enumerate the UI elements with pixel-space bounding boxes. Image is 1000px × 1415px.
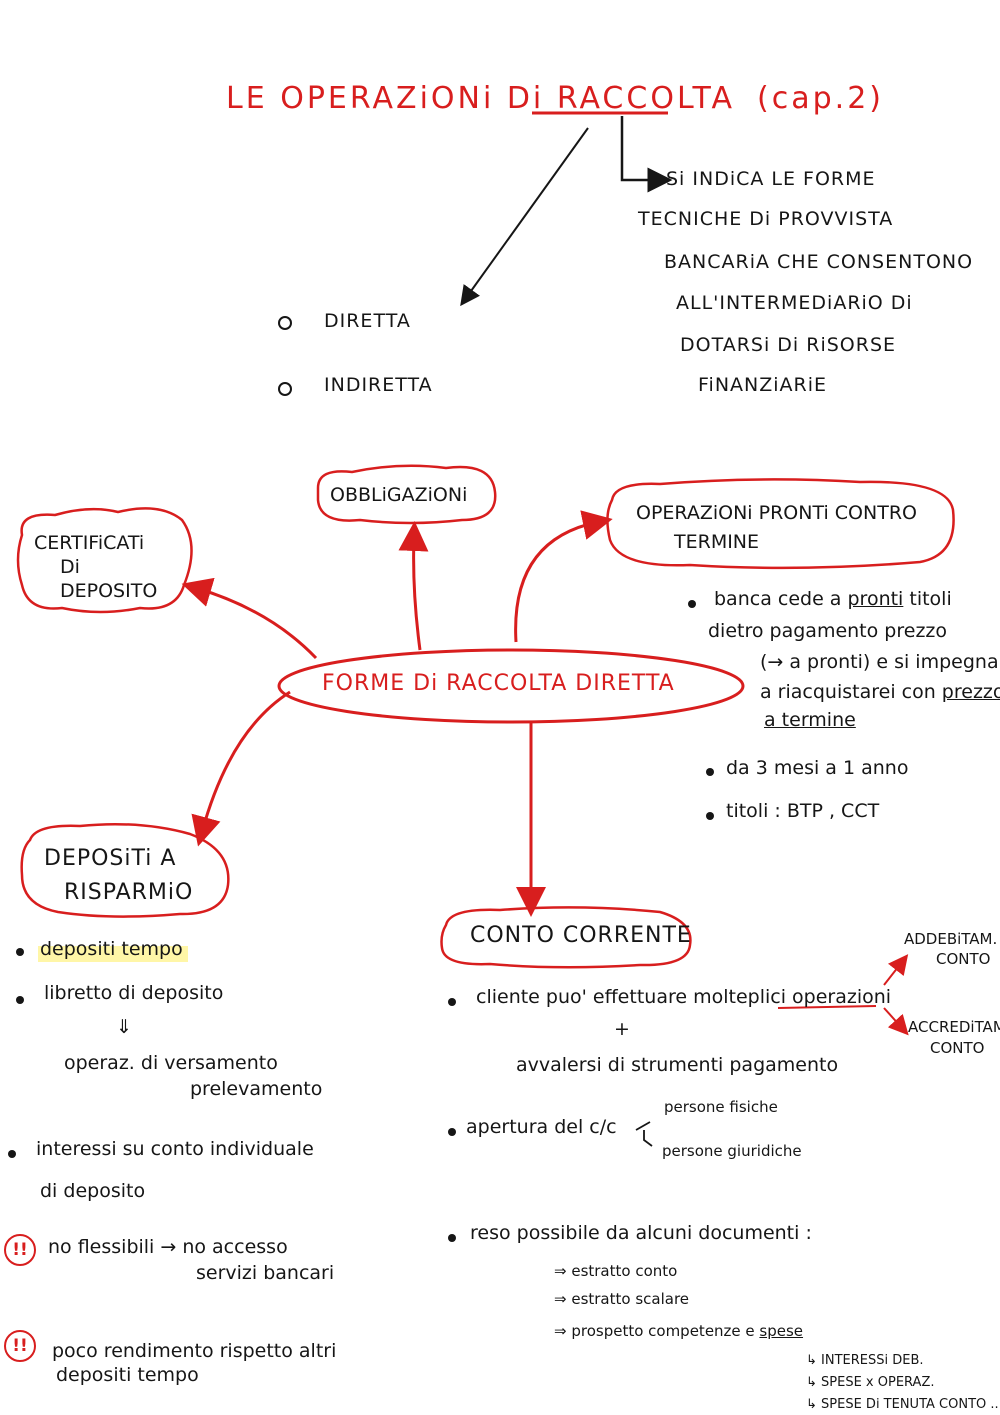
conto-note-2: apertura del c/c: [466, 1116, 617, 1138]
conto-note-1c: avvalersi di strumenti pagamento: [516, 1054, 839, 1076]
pronti-note-1u: pronti: [847, 588, 904, 610]
definition-line-3: BANCARiA CHE CONSENTONO: [664, 251, 974, 273]
node-conto: CONTO CORRENTE: [470, 923, 692, 948]
arrow-to-types: [460, 127, 589, 307]
arrow-accreditamento: [883, 1007, 909, 1036]
depositi-op-b: prelevamento: [190, 1078, 323, 1100]
warning-icon: !!: [4, 1330, 36, 1362]
depositi-down-arrow: ⇓: [116, 1016, 132, 1038]
type-bullet-diretta: [278, 316, 292, 330]
pronti-note-b3: titoli : BTP , CCT: [726, 800, 880, 822]
definition-line-5: DOTARSi Di RiSORSE: [680, 334, 897, 356]
conto-doc-3b: spese: [759, 1322, 804, 1340]
conto-doc-1: ⇒ estratto conto: [554, 1262, 678, 1280]
arrow-to-definition: [620, 116, 673, 193]
arrow-certificati: [181, 577, 318, 660]
conto-plus: +: [614, 1018, 630, 1040]
conto-bullet-2: [448, 1128, 456, 1136]
side-addebitamento-l2: CONTO: [936, 950, 991, 968]
arrow-depositi: [191, 690, 291, 847]
bubble-depositi: [20, 822, 230, 918]
depositi-bullet-2: [16, 996, 24, 1004]
definition-line-4: ALL'INTERMEDiARiO Di: [676, 292, 913, 314]
pronti-note-2: dietro pagamento prezzo: [708, 620, 948, 642]
node-depositi-l2: RISPARMiO: [64, 880, 194, 905]
depositi-bullet-3: [8, 1150, 16, 1158]
pronti-note-1: banca cede a pronti titoli: [714, 590, 952, 609]
title-keyword: RACCOLTA: [556, 81, 736, 116]
conto-sub-2: ↳ SPESE x OPERAZ.: [806, 1375, 935, 1390]
side-accreditamento-l1: ACCREDiTAM.: [908, 1018, 1000, 1036]
bubble-obbligazioni: [316, 464, 497, 525]
pronti-note-4: a riacquistarei con prezzo: [760, 683, 1000, 702]
conto-note-1: cliente puo' effettuare molteplici opera…: [476, 988, 891, 1007]
definition-line-6: FiNANZiARiE: [698, 374, 828, 396]
pronti-note-b2: da 3 mesi a 1 anno: [726, 757, 909, 779]
pronti-note-3: (→ a pronti) e si impegna: [760, 651, 999, 673]
pronti-bullet-1: [688, 600, 696, 608]
pronti-note-1a: banca cede a: [714, 588, 848, 610]
warning-icon: !!: [4, 1234, 36, 1266]
conto-doc-2: ⇒ estratto scalare: [554, 1290, 690, 1308]
node-pronti-l1: OPERAZiONi PRONTi CONTRO: [636, 502, 917, 524]
arrow-pronti: [514, 510, 613, 643]
node-depositi-l1: DEPOSiTi A: [44, 846, 177, 871]
depositi-warn-2b: depositi tempo: [56, 1364, 199, 1386]
type-indiretta: INDIRETTA: [324, 374, 433, 396]
depositi-note-3b: di deposito: [40, 1180, 146, 1202]
conto-doc-3a: ⇒ prospetto competenze e: [554, 1322, 760, 1340]
side-accreditamento-l2: CONTO: [930, 1039, 985, 1057]
definition-line-1: Si INDiCA LE FORME: [666, 168, 876, 190]
depositi-note-2: libretto di deposito: [44, 982, 224, 1004]
conto-note-1a: cliente puo' effettuare molteplici: [476, 986, 793, 1008]
apertura-branch: [635, 1121, 653, 1147]
definition-line-2: TECNICHE Di PROVVISTA: [638, 208, 894, 230]
conto-persone-giuridiche: persone giuridiche: [662, 1142, 802, 1160]
depositi-bullet-1: [16, 948, 24, 956]
pronti-bullet-3: [706, 812, 714, 820]
center-label: FORME Di RACCOLTA DIRETTA: [322, 671, 675, 696]
conto-note-3: reso possibile da alcuni documenti :: [470, 1222, 812, 1244]
conto-doc-3: ⇒ prospetto competenze e spese: [554, 1324, 803, 1339]
title-chapter: (cap.2): [757, 81, 884, 116]
conto-bullet-3: [448, 1234, 456, 1242]
type-diretta: DIRETTA: [324, 310, 411, 332]
node-pronti-l2: TERMINE: [674, 531, 760, 553]
title-prefix: LE OPERAZiONi Di: [226, 81, 557, 116]
side-addebitamento-l1: ADDEBiTAM.: [904, 930, 998, 948]
depositi-note-1: depositi tempo: [40, 938, 183, 960]
depositi-warn-1a: no flessibili → no accesso: [48, 1236, 288, 1258]
depositi-warn-2a: poco rendimento rispetto altri: [52, 1340, 337, 1362]
node-certificati-l2: Di: [60, 556, 80, 578]
bubble-pronti: [606, 478, 955, 570]
depositi-warn-1b: servizi bancari: [196, 1262, 335, 1284]
type-bullet-indiretta: [278, 382, 292, 396]
pronti-note-1b: titoli: [903, 588, 952, 610]
pronti-note-4a: a riacquistarei con: [760, 681, 942, 703]
arrow-addebitamento: [883, 954, 909, 986]
node-certificati-l3: DEPOSITO: [60, 580, 158, 602]
pronti-bullet-2: [706, 768, 714, 776]
conto-bullet-1: [448, 998, 456, 1006]
conto-sub-3: ↳ SPESE Di TENUTA CONTO ...: [806, 1397, 1000, 1412]
depositi-op-a: operaz. di versamento: [64, 1052, 278, 1074]
pronti-note-5: a termine: [764, 709, 856, 731]
conto-note-1u: operazioni: [792, 986, 892, 1008]
conto-sub-1: ↳ INTERESSi DEB.: [806, 1353, 924, 1368]
pronti-note-4u: prezzo: [941, 681, 1000, 703]
depositi-note-3a: interessi su conto individuale: [36, 1138, 314, 1160]
conto-persone-fisiche: persone fisiche: [664, 1098, 778, 1116]
node-certificati-l1: CERTIFiCATi: [34, 532, 145, 554]
page-title: LE OPERAZiONi Di RACCOLTA (cap.2): [226, 84, 884, 114]
highlight-depositi-tempo: [38, 946, 188, 962]
arrow-obbligazioni: [398, 521, 429, 651]
operazioni-underline: [777, 1005, 877, 1009]
node-obbligazioni: OBBLiGAZiONi: [330, 484, 468, 506]
center-ellipse: [277, 648, 745, 724]
